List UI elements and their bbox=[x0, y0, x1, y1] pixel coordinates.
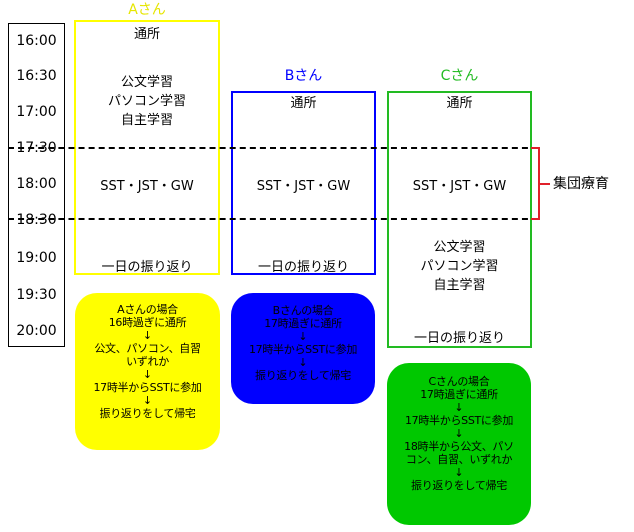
note-line: 17時過ぎに通所 bbox=[264, 317, 342, 330]
note-line: 公文、パソコン、自習 bbox=[94, 342, 201, 355]
bracket-label: 集団療育 bbox=[553, 176, 609, 192]
cell-pc: パソコン学習 bbox=[420, 259, 499, 274]
note-line: 18時半から公文、パソ bbox=[404, 440, 514, 453]
cell-tsusho: 通所 bbox=[133, 27, 160, 42]
cell-sst: SST・JST・GW bbox=[256, 179, 351, 194]
column-c-header: Cさん bbox=[440, 68, 479, 84]
arrow-down-icon: ↓ bbox=[142, 394, 153, 407]
note-line: 振り返りをして帰宅 bbox=[99, 407, 196, 420]
time-label: 16:30 bbox=[16, 68, 57, 84]
time-label: 19:30 bbox=[16, 287, 57, 303]
note-line: 振り返りをして帰宅 bbox=[255, 369, 351, 382]
group-therapy-bracket bbox=[531, 147, 540, 220]
time-label: 18:30 bbox=[16, 212, 57, 228]
note-title: Aさんの場合 bbox=[117, 303, 178, 316]
cell-sst: SST・JST・GW bbox=[412, 179, 507, 194]
arrow-down-icon: ↓ bbox=[454, 466, 464, 479]
cell-review: 一日の振り返り bbox=[101, 260, 193, 275]
schedule-b-box: 通所 SST・JST・GW 一日の振り返り bbox=[231, 91, 376, 275]
arrow-down-icon: ↓ bbox=[298, 330, 308, 343]
arrow-down-icon: ↓ bbox=[454, 401, 464, 414]
cell-kumon: 公文学習 bbox=[120, 75, 173, 90]
note-b: Bさんの場合 17時過ぎに通所 ↓ 17時半からSSTに参加 ↓ 振り返りをして… bbox=[231, 293, 375, 404]
note-c: Cさんの場合 17時過ぎに通所 ↓ 17時半からSSTに参加 ↓ 18時半から公… bbox=[387, 363, 531, 525]
note-title: Cさんの場合 bbox=[428, 375, 490, 388]
arrow-down-icon: ↓ bbox=[298, 356, 308, 369]
note-line: 振り返りをして帰宅 bbox=[411, 479, 507, 492]
dashed-line-1730 bbox=[8, 147, 538, 149]
note-title: Bさんの場合 bbox=[272, 304, 334, 317]
note-line: 17時過ぎに通所 bbox=[420, 388, 498, 401]
cell-tsusho: 通所 bbox=[446, 96, 473, 111]
cell-pc: パソコン学習 bbox=[107, 94, 186, 109]
note-line: 17時半からSSTに参加 bbox=[404, 414, 514, 427]
time-label: 20:00 bbox=[16, 323, 57, 339]
time-label: 18:00 bbox=[16, 176, 57, 192]
note-a: Aさんの場合 16時過ぎに通所 ↓ 公文、パソコン、自習 いずれか ↓ 17時半… bbox=[75, 293, 220, 450]
note-line: 17時半からSSTに参加 bbox=[93, 381, 202, 394]
time-label: 16:00 bbox=[16, 33, 57, 49]
column-b-header: Bさん bbox=[284, 68, 323, 84]
arrow-down-icon: ↓ bbox=[142, 329, 153, 342]
note-line: 16時過ぎに通所 bbox=[108, 316, 187, 329]
time-label: 17:00 bbox=[16, 104, 57, 120]
note-line: いずれか bbox=[126, 355, 169, 368]
cell-self-study: 自主学習 bbox=[120, 113, 173, 128]
arrow-down-icon: ↓ bbox=[142, 368, 153, 381]
time-column bbox=[8, 23, 65, 347]
arrow-down-icon: ↓ bbox=[454, 427, 464, 440]
cell-review: 一日の振り返り bbox=[413, 331, 505, 346]
cell-sst: SST・JST・GW bbox=[100, 179, 194, 194]
note-line: コン、自習、いずれか bbox=[405, 453, 513, 466]
cell-self-study: 自主学習 bbox=[433, 278, 486, 293]
column-a-header: Aさん bbox=[128, 2, 166, 18]
cell-kumon: 公文学習 bbox=[433, 240, 486, 255]
note-line: 17時半からSSTに参加 bbox=[248, 343, 358, 356]
time-label: 19:00 bbox=[16, 250, 57, 266]
cell-review: 一日の振り返り bbox=[257, 260, 349, 275]
dashed-line-1830 bbox=[8, 218, 538, 220]
bracket-tick bbox=[540, 183, 550, 185]
cell-tsusho: 通所 bbox=[290, 96, 317, 111]
